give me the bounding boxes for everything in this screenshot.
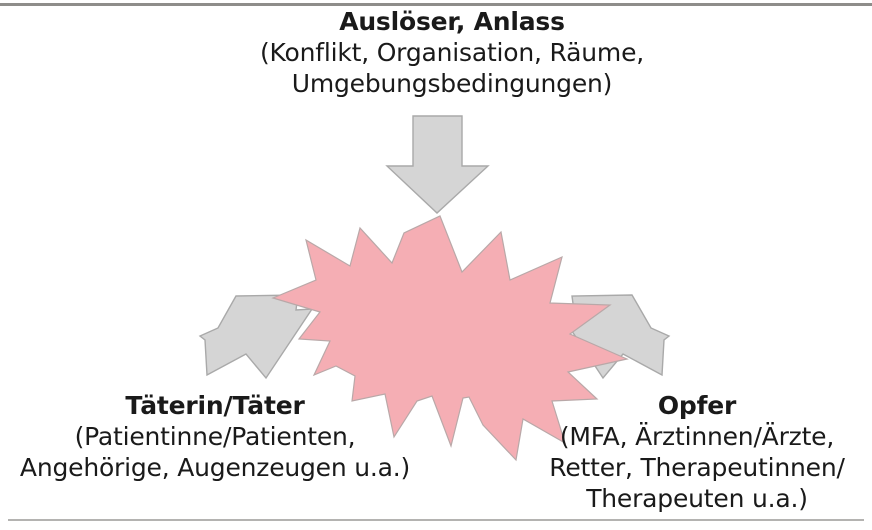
node-label-victim: Opfer (MFA, Ärztinnen/Ärzte, Retter, The… xyxy=(525,390,869,514)
top-divider-rule xyxy=(0,3,872,6)
perpetrator-detail-line-2: Angehörige, Augenzeugen u.a.) xyxy=(19,453,411,482)
bottom-divider-rule xyxy=(8,519,864,521)
arrow-up-right-icon xyxy=(198,294,314,380)
victim-detail-line-3: Therapeuten u.a.) xyxy=(586,484,808,513)
victim-detail-line-1: (MFA, Ärztinnen/Ärzte, xyxy=(559,422,835,451)
node-label-trigger: Auslöser, Anlass (Konflikt, Organisation… xyxy=(236,6,668,99)
victim-title: Opfer xyxy=(657,391,737,420)
trigger-title: Auslöser, Anlass xyxy=(339,7,565,36)
perpetrator-detail-line-1: (Patientinne/Patienten, xyxy=(74,422,356,451)
trigger-detail-line-2: Umgebungsbedingungen) xyxy=(291,69,613,98)
node-label-perpetrator: Täterin/Täter (Patientinne/Patienten, An… xyxy=(5,390,425,483)
conflict-starburst-shape xyxy=(271,215,629,462)
trigger-detail-line-1: (Konflikt, Organisation, Räume, xyxy=(260,38,644,67)
perpetrator-title: Täterin/Täter xyxy=(125,391,305,420)
arrow-down-icon xyxy=(385,115,490,214)
victim-detail-line-2: Retter, Therapeutinnen/ xyxy=(549,453,845,482)
